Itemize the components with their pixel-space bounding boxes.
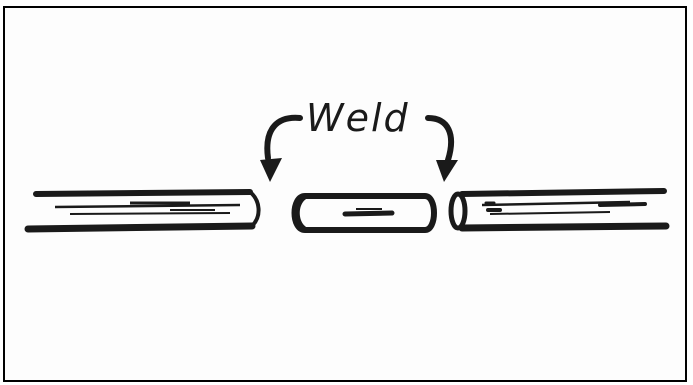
right-rod	[448, 188, 670, 232]
right-weld-arrow	[425, 115, 458, 182]
weld-label: Weld	[306, 96, 410, 140]
left-weld-arrow	[260, 114, 303, 182]
left-rod	[24, 189, 261, 233]
center-bar	[291, 193, 437, 233]
